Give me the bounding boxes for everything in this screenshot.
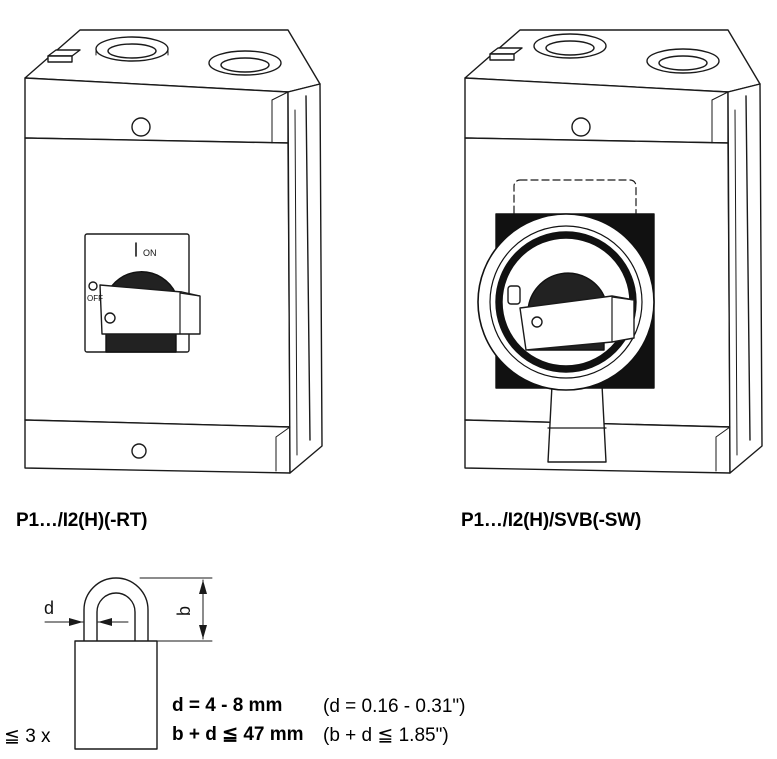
left-switch-on-label: ON [143,248,157,258]
spec-d-metric: d = 4 - 8 mm [172,695,283,716]
left-enclosure-bottom-band [24,419,291,474]
spec-d-inch: (d = 0.16 - 0.31") [323,696,466,717]
spec-bd-inch: (b + d ≦ 1.85") [323,725,449,746]
left-model-caption: P1…/I2(H)(-RT) [16,510,148,531]
right-enclosure-side [727,83,763,474]
left-enclosure-side [287,83,323,474]
padlock-count-label: ≦ 3 x [4,726,51,747]
right-model-caption: P1…/I2(H)/SVB(-SW) [461,510,642,531]
left-rotary-handle [99,284,201,335]
padlock-diagram [44,577,213,750]
right-enclosure [464,29,763,474]
left-switch-off-label: OFF [87,294,103,303]
right-rotary-handle [519,295,635,351]
padlock-shackle [83,577,149,642]
spec-bd-metric: b + d ≦ 47 mm [172,724,304,745]
padlock-d-label: d [44,598,54,618]
left-enclosure [24,29,323,474]
padlock-b-label: b [174,606,194,616]
padlock-body [74,640,158,750]
